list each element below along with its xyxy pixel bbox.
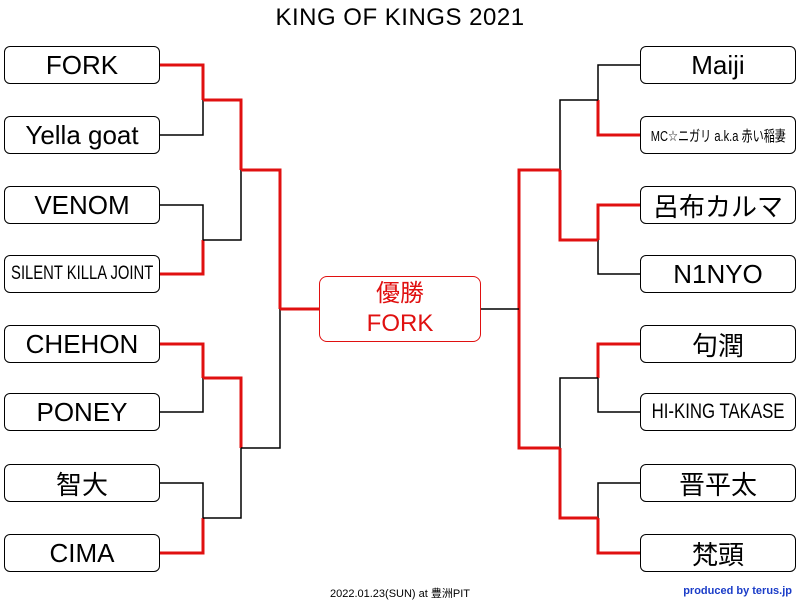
credit-link[interactable]: produced by terus.jp <box>683 585 792 597</box>
player-box-right-8: 梵頭 <box>640 534 796 572</box>
player-box-right-3: 呂布カルマ <box>640 186 796 224</box>
player-box-right-7: 晋平太 <box>640 464 796 502</box>
line-l-r1-yella <box>160 100 204 136</box>
line-l-r1-silent <box>160 240 205 276</box>
player-box-left-3: VENOM <box>4 186 160 224</box>
player-box-left-7: 智大 <box>4 464 160 502</box>
player-name: CHEHON <box>25 328 139 359</box>
line-r-r1-ryofu <box>596 203 640 240</box>
player-box-left-1: FORK <box>4 46 160 84</box>
line-l-r1-poney <box>160 378 204 413</box>
line-l-r2-a-bottom <box>203 170 242 241</box>
player-name: MC☆ニガリ a.k.a 赤い稲妻 <box>650 127 786 145</box>
line-r-r2-b-bottom <box>558 448 598 520</box>
line-r-sf-bottom <box>517 309 560 450</box>
line-r-r1-kujun <box>596 342 640 378</box>
line-l-r1-venom <box>160 204 204 240</box>
line-l-r2-b-bottom <box>203 448 242 519</box>
player-box-left-2: Yella goat <box>4 116 160 154</box>
player-name: CIMA <box>49 537 115 568</box>
champion-label: 優勝 <box>376 280 424 307</box>
line-l-r1-tomohiro <box>160 482 204 518</box>
player-name: PONEY <box>36 396 128 427</box>
player-box-right-5: 句潤 <box>640 325 796 363</box>
player-name: 梵頭 <box>691 539 744 570</box>
line-r-r1-shinpeita <box>597 482 640 518</box>
player-name: 句潤 <box>691 330 744 361</box>
player-box-right-6: HI-KING TAKASE <box>640 393 796 431</box>
line-r-r1-mc <box>596 100 640 137</box>
line-l-r1-cima <box>160 518 205 555</box>
player-name: 晋平太 <box>678 469 757 500</box>
line-r-r1-maiji <box>597 64 640 100</box>
player-name: SILENT KILLA JOINT <box>10 263 154 284</box>
event-date-venue: 2022.01.23(SUN) at 豊洲PIT <box>329 588 470 600</box>
line-l-r1-fork <box>160 63 205 100</box>
player-name: 智大 <box>55 469 108 500</box>
player-box-left-5: CHEHON <box>4 325 160 363</box>
player-box-left-8: CIMA <box>4 534 160 572</box>
line-l-r1-chehon <box>160 342 205 378</box>
line-r-sf-top <box>517 168 560 309</box>
player-name: N1NYO <box>673 258 763 289</box>
champion-box: 優勝 FORK <box>319 276 481 342</box>
line-r-r2-a-top <box>559 99 598 170</box>
player-name: FORK <box>45 49 119 80</box>
line-r-r1-n1nyo <box>597 240 640 275</box>
player-box-right-2: MC☆ニガリ a.k.a 赤い稲妻 <box>640 116 796 154</box>
player-name: 呂布カルマ <box>652 191 783 222</box>
champion-name: FORK <box>366 310 434 337</box>
player-name: HI-KING TAKASE <box>651 400 785 423</box>
line-r-r2-a-bottom <box>558 170 598 242</box>
line-l-r2-b-top <box>203 376 243 448</box>
player-box-left-6: PONEY <box>4 393 160 431</box>
player-box-right-4: N1NYO <box>640 255 796 293</box>
line-l-r2-a-top <box>203 98 243 170</box>
line-l-sf-top <box>241 168 282 309</box>
line-r-r1-hiking <box>597 378 640 413</box>
player-box-right-1: Maiji <box>640 46 796 84</box>
player-name: Maiji <box>691 49 745 80</box>
player-name: Yella goat <box>25 119 139 150</box>
line-r-r1-bonzu <box>596 518 640 555</box>
line-l-sf-bottom <box>241 309 281 449</box>
bracket-title: KING OF KINGS 2021 <box>275 4 525 31</box>
line-r-r2-b-top <box>559 377 598 448</box>
player-name: VENOM <box>34 189 130 220</box>
player-box-left-4: SILENT KILLA JOINT <box>4 255 160 293</box>
